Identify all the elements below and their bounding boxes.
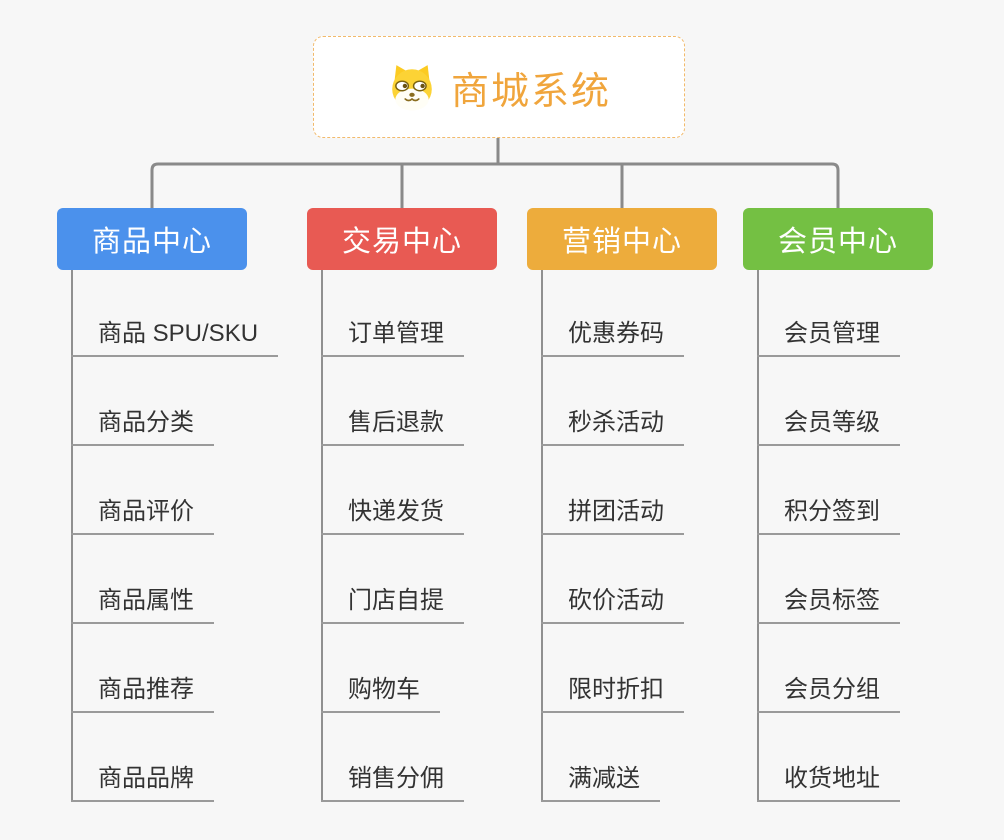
leaf-label: 销售分佣: [321, 765, 464, 802]
branch-node-member-center[interactable]: 会员中心: [743, 208, 933, 270]
leaf-node[interactable]: 购物车: [321, 676, 440, 713]
leaf-node[interactable]: 会员标签: [757, 587, 900, 624]
branch-spine: [71, 270, 73, 802]
leaf-node[interactable]: 限时折扣: [541, 676, 684, 713]
leaf-node[interactable]: 门店自提: [321, 587, 464, 624]
leaf-label: 商品 SPU/SKU: [71, 320, 279, 357]
leaf-node[interactable]: 会员管理: [757, 320, 900, 357]
leaf-label: 售后退款: [321, 409, 464, 446]
leaf-label: 秒杀活动: [541, 409, 684, 446]
leaf-node[interactable]: 秒杀活动: [541, 409, 684, 446]
branch-label: 商品中心: [91, 226, 212, 258]
leaf-label: 收货地址: [757, 765, 900, 802]
leaf-label: 会员管理: [757, 320, 900, 357]
leaf-label: 门店自提: [321, 587, 464, 624]
branch-node-trade-center[interactable]: 交易中心: [307, 208, 497, 270]
leaf-label: 商品品牌: [71, 765, 214, 802]
leaf-label: 商品属性: [71, 587, 214, 624]
leaf-node[interactable]: 收货地址: [757, 765, 900, 802]
leaf-label: 满减送: [541, 765, 660, 802]
leaf-node[interactable]: 砍价活动: [541, 587, 684, 624]
leaf-label: 商品评价: [71, 498, 214, 535]
leaf-node[interactable]: 拼团活动: [541, 498, 684, 535]
leaf-label: 快递发货: [321, 498, 464, 535]
leaf-label: 购物车: [321, 676, 440, 713]
leaf-node[interactable]: 商品推荐: [71, 676, 214, 713]
leaf-label: 限时折扣: [541, 676, 684, 713]
branch-children-member-center: 会员管理 会员等级 积分签到 会员标签 会员分组 收货地址: [757, 270, 992, 815]
leaf-node[interactable]: 满减送: [541, 765, 660, 802]
branch-node-marketing-center[interactable]: 营销中心: [527, 208, 717, 270]
leaf-node[interactable]: 销售分佣: [321, 765, 464, 802]
leaf-node[interactable]: 商品 SPU/SKU: [71, 320, 279, 357]
branch-node-product-center[interactable]: 商品中心: [57, 208, 247, 270]
leaf-node[interactable]: 快递发货: [321, 498, 464, 535]
leaf-label: 会员标签: [757, 587, 900, 624]
branch-spine: [541, 270, 543, 802]
root-title: 商城系统: [450, 70, 611, 113]
dog-face-icon: [392, 65, 432, 111]
leaf-node[interactable]: 售后退款: [321, 409, 464, 446]
leaf-label: 会员分组: [757, 676, 900, 713]
branch-spine: [757, 270, 759, 802]
branch-children-product-center: 商品 SPU/SKU 商品分类 商品评价 商品属性 商品推荐 商品品牌: [71, 270, 306, 815]
leaf-label: 积分签到: [757, 498, 900, 535]
leaf-node[interactable]: 商品品牌: [71, 765, 214, 802]
leaf-label: 砍价活动: [541, 587, 684, 624]
leaf-label: 商品分类: [71, 409, 214, 446]
leaf-label: 会员等级: [757, 409, 900, 446]
leaf-node[interactable]: 优惠券码: [541, 320, 684, 357]
leaf-node[interactable]: 商品分类: [71, 409, 214, 446]
branch-spine: [321, 270, 323, 802]
leaf-label: 拼团活动: [541, 498, 684, 535]
leaf-node[interactable]: 积分签到: [757, 498, 900, 535]
branch-children-marketing-center: 优惠券码 秒杀活动 拼团活动 砍价活动 限时折扣 满减送: [541, 270, 776, 815]
leaf-label: 商品推荐: [71, 676, 214, 713]
branch-label: 营销中心: [561, 226, 682, 258]
leaf-node[interactable]: 会员分组: [757, 676, 900, 713]
branch-label: 交易中心: [341, 226, 462, 258]
leaf-node[interactable]: 商品评价: [71, 498, 214, 535]
leaf-node[interactable]: 会员等级: [757, 409, 900, 446]
leaf-label: 订单管理: [321, 320, 464, 357]
root-node[interactable]: 商城系统: [313, 36, 685, 138]
leaf-node[interactable]: 订单管理: [321, 320, 464, 357]
branch-children-trade-center: 订单管理 售后退款 快递发货 门店自提 购物车 销售分佣: [321, 270, 556, 815]
leaf-label: 优惠券码: [541, 320, 684, 357]
branch-label: 会员中心: [777, 226, 898, 258]
leaf-node[interactable]: 商品属性: [71, 587, 214, 624]
